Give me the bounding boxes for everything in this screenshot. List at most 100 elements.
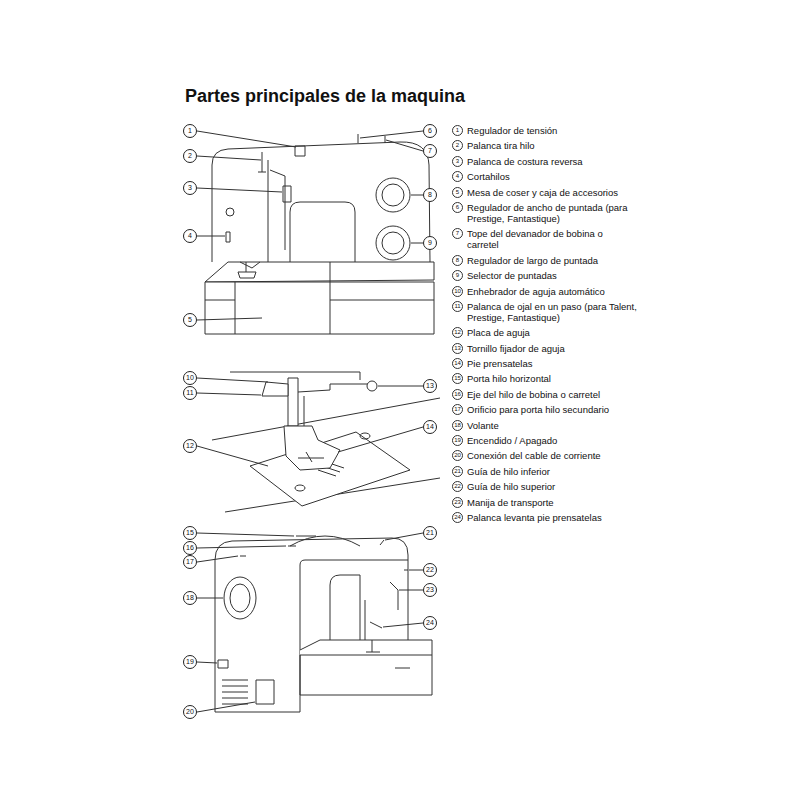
part-name: Cortahilos [467,171,637,182]
parts-list-row: 9 Selector de puntadas [452,270,662,281]
list-number: 22 [452,481,463,492]
list-number: 5 [452,187,463,198]
leader-lines [197,533,423,712]
parts-list-row: 3Palanca de costura reversa [452,156,662,167]
parts-list-row: 19 Encendido / Apagado [452,435,662,446]
part-name: Regulador de tensión [467,125,637,136]
list-number: 7 [452,228,463,239]
list-number: 16 [452,389,463,400]
part-name: Volante [467,420,637,431]
list-number: 1 [452,125,463,136]
callout-number: 9 [423,236,437,250]
callout-number: 23 [423,583,437,597]
callout-number: 16 [183,541,197,555]
leader-lines [197,378,423,466]
list-number: 18 [452,420,463,431]
callout-number: 8 [423,188,437,202]
part-name: Palanca de ojal en un paso (para Talent,… [467,301,637,323]
callout-number: 2 [183,149,197,163]
parts-list-row: 7 Tope del devanador de bobina o carretel [452,228,662,250]
list-number: 23 [452,497,463,508]
part-name: Tope del devanador de bobina o carretel [467,228,637,250]
part-name: Porta hilo horizontal [467,373,637,384]
callout-number: 10 [183,371,197,385]
callout-number: 15 [183,526,197,540]
back-view [215,536,432,712]
list-number: 2 [452,140,463,151]
parts-list-row: 13 Tornillo fijador de aguja [452,343,662,354]
parts-list-row: 2 Palanca tira hilo [452,140,662,151]
parts-list-row: 21 Guía de hilo inferior [452,466,662,477]
callout-number: 6 [423,124,437,138]
list-number: 21 [452,466,463,477]
callout-number: 24 [423,616,437,630]
list-number: 20 [452,450,463,461]
list-number: 13 [452,343,463,354]
part-name: Guía de hilo inferior [467,466,637,477]
part-name: Selector de puntadas [467,270,637,281]
callout-number: 18 [183,591,197,605]
part-name: Guía de hilo superior [467,481,637,492]
list-number: 24 [452,512,463,523]
part-name: Conexión del cable de corriente [467,450,637,461]
list-number: 11 [452,301,463,312]
list-number: 4 [452,171,463,182]
callout-number: 5 [183,313,197,327]
list-number: 14 [452,358,463,369]
callout-number: 1 [183,124,197,138]
parts-list-row: 24 Palanca levanta pie prensatelas [452,512,662,523]
parts-list-row: 5 Mesa de coser y caja de accesorios [452,187,662,198]
callout-number: 11 [183,386,197,400]
callout-number: 4 [183,229,197,243]
callout-number: 14 [423,420,437,434]
list-number: 10 [452,286,463,297]
parts-list-row: 18 Volante [452,420,662,431]
parts-list-row: 17Orificio para porta hilo secundario [452,404,662,415]
presser-foot-view [212,372,440,512]
part-name: Encendido / Apagado [467,435,637,446]
list-number: 8 [452,255,463,266]
callout-number: 13 [423,379,437,393]
part-name: Regulador de ancho de puntada (para Pres… [467,202,637,224]
parts-list-row: 1 Regulador de tensión [452,125,662,136]
parts-list-row: 23 Manija de transporte [452,497,662,508]
part-name: Orificio para porta hilo secundario [467,404,637,415]
part-name: Eje del hilo de bobina o carretel [467,389,637,400]
part-name: Palanca de costura reversa [467,156,637,167]
part-name: Tornillo fijador de aguja [467,343,637,354]
parts-list-row: 12Placa de aguja [452,327,662,338]
front-view [205,134,434,334]
callout-number: 20 [183,705,197,719]
parts-list-row: 6 Regulador de ancho de puntada (para Pre… [452,202,662,224]
leader-lines [197,131,423,320]
part-name: Palanca levanta pie prensatelas [467,512,637,523]
parts-list-row: 20 Conexión del cable de corriente [452,450,662,461]
callout-number: 21 [423,526,437,540]
part-name: Pie prensatelas [467,358,637,369]
parts-list-row: 15 Porta hilo horizontal [452,373,662,384]
list-number: 6 [452,202,463,213]
parts-list: 1 Regulador de tensión 2 Palanca tira hilo 3… [452,125,662,527]
list-number: 15 [452,373,463,384]
part-name: Manija de transporte [467,497,637,508]
list-number: 19 [452,435,463,446]
callout-number: 12 [183,439,197,453]
callout-number: 3 [183,181,197,195]
part-name: Palanca tira hilo [467,140,637,151]
list-number: 9 [452,270,463,281]
list-number: 12 [452,327,463,338]
callout-number: 22 [423,563,437,577]
parts-list-row: 11 Palanca de ojal en un paso (para Talen… [452,301,662,323]
parts-list-row: 8Regulador de largo de puntada [452,255,662,266]
part-name: Enhebrador de aguja automático [467,286,637,297]
parts-list-row: 4 Cortahilos [452,171,662,182]
callout-number: 17 [183,555,197,569]
callout-number: 19 [183,655,197,669]
parts-list-row: 14 Pie prensatelas [452,358,662,369]
parts-list-row: 10 Enhebrador de aguja automático [452,286,662,297]
part-name: Mesa de coser y caja de accesorios [467,187,637,198]
parts-list-row: 16 Eje del hilo de bobina o carretel [452,389,662,400]
callout-number: 7 [423,144,437,158]
